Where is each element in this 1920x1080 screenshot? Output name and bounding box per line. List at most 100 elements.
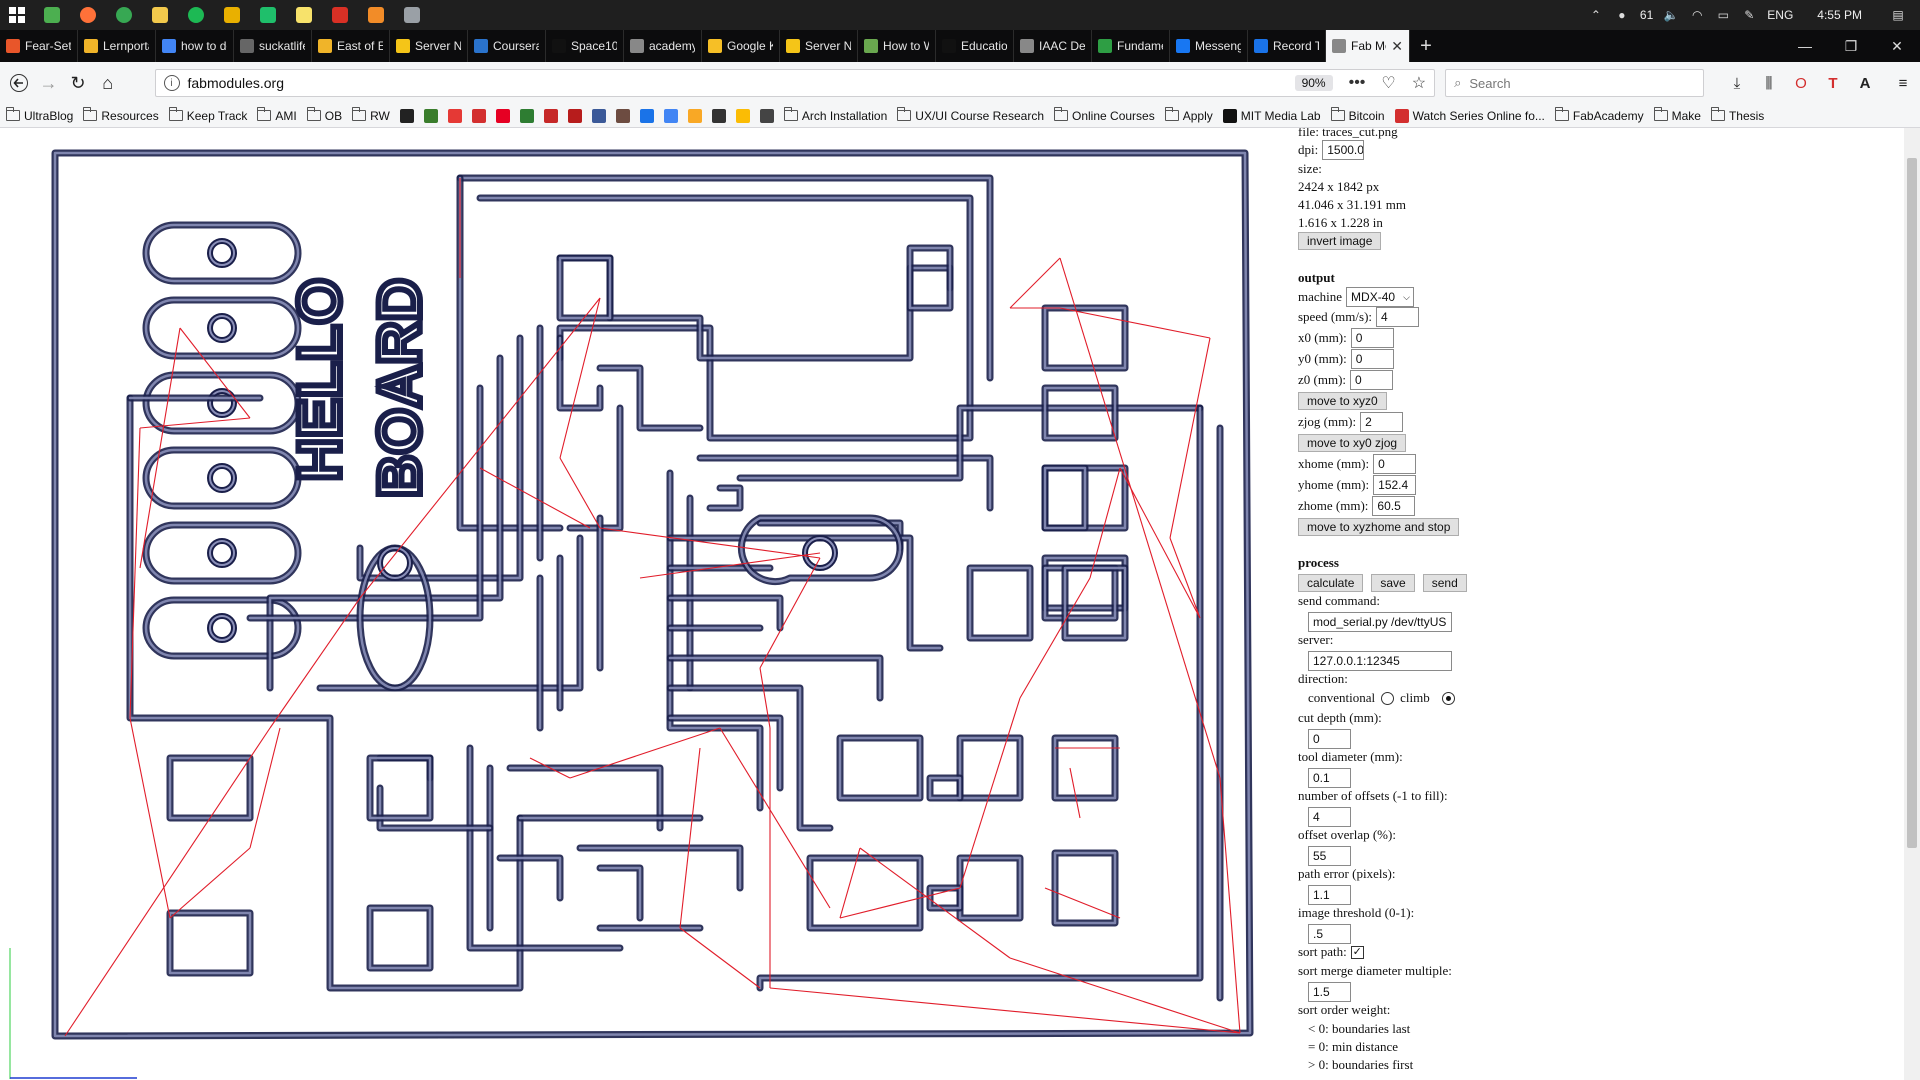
minimize-icon[interactable]: — <box>1798 38 1812 54</box>
browser-tab[interactable]: East of Ed <box>312 30 390 62</box>
wifi-icon[interactable]: ◠ <box>1692 8 1703 22</box>
send-command-input[interactable]: mod_serial.py /dev/ttyUS <box>1308 612 1452 632</box>
close-tab-icon[interactable]: ✕ <box>1391 37 1403 54</box>
bookmark-item[interactable]: Watch Series Online fo... <box>1394 108 1545 123</box>
menu-icon[interactable]: ≡ <box>1898 74 1908 92</box>
machine-select[interactable]: MDX-40⌵ <box>1346 287 1415 307</box>
library-icon[interactable]: ⫼ <box>1765 74 1773 92</box>
browser-tab[interactable]: how to de <box>156 30 234 62</box>
reload-button[interactable]: ↻ <box>70 72 86 93</box>
clock[interactable]: 4:55 PM <box>1817 8 1862 22</box>
notifications-icon[interactable]: ▤ <box>1892 8 1904 22</box>
browser-tab[interactable]: suckatlife.com <box>234 30 312 62</box>
bookmark-item[interactable]: OB <box>306 107 342 123</box>
merge-input[interactable]: 1.5 <box>1308 982 1351 1002</box>
bookmark-item[interactable] <box>735 108 750 123</box>
text-extension-icon[interactable]: T <box>1828 74 1838 92</box>
sticky-notes-icon[interactable] <box>286 0 322 30</box>
chrome-icon[interactable] <box>106 0 142 30</box>
page-actions-icon[interactable]: ••• <box>1348 74 1366 91</box>
overlap-input[interactable]: 55 <box>1308 846 1351 866</box>
climb-radio[interactable] <box>1441 691 1455 705</box>
pocket-icon[interactable]: ♡ <box>1381 75 1396 92</box>
calculate-button[interactable]: calculate <box>1298 574 1364 592</box>
zjog-input[interactable]: 2 <box>1360 412 1404 432</box>
offsets-input[interactable]: 4 <box>1308 807 1351 827</box>
browser-tab[interactable]: Space10 D <box>546 30 624 62</box>
bookmark-item[interactable]: UltraBlog <box>6 107 73 123</box>
xhome-input[interactable]: 0 <box>1373 454 1417 474</box>
invert-image-button[interactable]: invert image <box>1298 232 1382 250</box>
download-icon[interactable]: ⤓ <box>1733 74 1741 92</box>
pen-icon[interactable]: ✎ <box>1744 8 1755 22</box>
battery-icon[interactable]: ▭ <box>1717 8 1729 22</box>
bookmark-item[interactable] <box>663 108 678 123</box>
bookmark-item[interactable]: Apply <box>1164 107 1213 123</box>
windows-start-icon[interactable] <box>0 0 34 30</box>
bookmark-item[interactable] <box>711 108 726 123</box>
bookmark-item[interactable]: Make <box>1653 107 1701 123</box>
files-icon[interactable] <box>142 0 178 30</box>
bookmark-item[interactable] <box>447 108 462 123</box>
bookmark-item[interactable]: UX/UI Course Research <box>897 107 1044 123</box>
bookmark-item[interactable] <box>471 108 486 123</box>
weather-icon[interactable]: ● <box>1618 8 1626 22</box>
home-button[interactable]: ⌂ <box>102 72 114 93</box>
app-icon-6[interactable] <box>214 0 250 30</box>
bookmark-item[interactable] <box>567 108 582 123</box>
save-button[interactable]: save <box>1371 574 1415 592</box>
spotify-icon[interactable] <box>178 0 214 30</box>
chevron-up-icon[interactable]: ⌃ <box>1590 8 1601 22</box>
cut-depth-input[interactable]: 0 <box>1308 729 1351 749</box>
bookmark-item[interactable]: RW <box>352 107 390 123</box>
browser-tab[interactable]: IAAC Designs <box>1014 30 1092 62</box>
send-button[interactable]: send <box>1422 574 1467 592</box>
browser-tab[interactable]: Education <box>936 30 1014 62</box>
sort-path-checkbox[interactable]: ✓ <box>1350 945 1364 959</box>
app-icon-10[interactable] <box>358 0 394 30</box>
forward-button[interactable]: → <box>39 72 58 93</box>
browser-tab[interactable]: Server No <box>390 30 468 62</box>
z0-input[interactable]: 0 <box>1350 370 1394 390</box>
address-bar[interactable]: i fabmodules.org 90% ••• ♡ ☆ <box>154 69 1436 97</box>
move-xy0-zjog-button[interactable]: move to xy0 zjog <box>1298 434 1407 452</box>
browser-tab[interactable]: Fundame <box>1092 30 1170 62</box>
bookmark-item[interactable]: MIT Media Lab <box>1222 108 1321 123</box>
page-scrollbar[interactable] <box>1904 128 1920 1080</box>
move-xyz0-button[interactable]: move to xyz0 <box>1298 392 1387 410</box>
browser-tab[interactable]: Google Ke <box>702 30 780 62</box>
zhome-input[interactable]: 60.5 <box>1372 496 1416 516</box>
server-input[interactable]: 127.0.0.1:12345 <box>1308 651 1452 671</box>
browser-tab[interactable]: Fab Modu✕ <box>1326 30 1410 62</box>
speed-input[interactable]: 4 <box>1376 307 1420 327</box>
browser-tab[interactable]: How to W <box>858 30 936 62</box>
move-xyzhome-button[interactable]: move to xyzhome and stop <box>1298 518 1460 536</box>
firefox-icon[interactable] <box>70 0 106 30</box>
bookmark-item[interactable]: Resources <box>83 107 159 123</box>
url-text[interactable]: fabmodules.org <box>187 75 285 91</box>
x0-input[interactable]: 0 <box>1350 328 1394 348</box>
bookmark-item[interactable] <box>399 108 414 123</box>
browser-tab[interactable]: Messeng <box>1170 30 1248 62</box>
browser-tab[interactable]: Lernporta <box>78 30 156 62</box>
yhome-input[interactable]: 152.4 <box>1373 475 1417 495</box>
bookmark-item[interactable]: FabAcademy <box>1554 107 1644 123</box>
browser-tab[interactable]: Record To <box>1248 30 1326 62</box>
bookmark-star-icon[interactable]: ☆ <box>1411 75 1427 92</box>
bookmark-item[interactable] <box>423 108 438 123</box>
conventional-radio[interactable] <box>1381 691 1395 705</box>
bookmark-item[interactable]: Thesis <box>1710 107 1764 123</box>
bookmark-item[interactable]: AMI <box>257 107 297 123</box>
scrollbar-thumb[interactable] <box>1907 158 1917 848</box>
tool-diameter-input[interactable]: 0.1 <box>1308 768 1351 788</box>
restore-icon[interactable]: ❐ <box>1844 37 1858 54</box>
bookmark-item[interactable]: Online Courses <box>1054 107 1155 123</box>
browser-tab[interactable]: academy.cba. <box>624 30 702 62</box>
font-extension-icon[interactable]: A <box>1859 74 1871 92</box>
bookmark-item[interactable] <box>687 108 702 123</box>
bookmark-item[interactable]: Bitcoin <box>1330 107 1385 123</box>
y0-input[interactable]: 0 <box>1350 349 1394 369</box>
dpi-input[interactable]: 1500.0 <box>1322 140 1365 160</box>
opera-extension-icon[interactable]: O <box>1795 74 1807 92</box>
bookmark-item[interactable] <box>543 108 558 123</box>
